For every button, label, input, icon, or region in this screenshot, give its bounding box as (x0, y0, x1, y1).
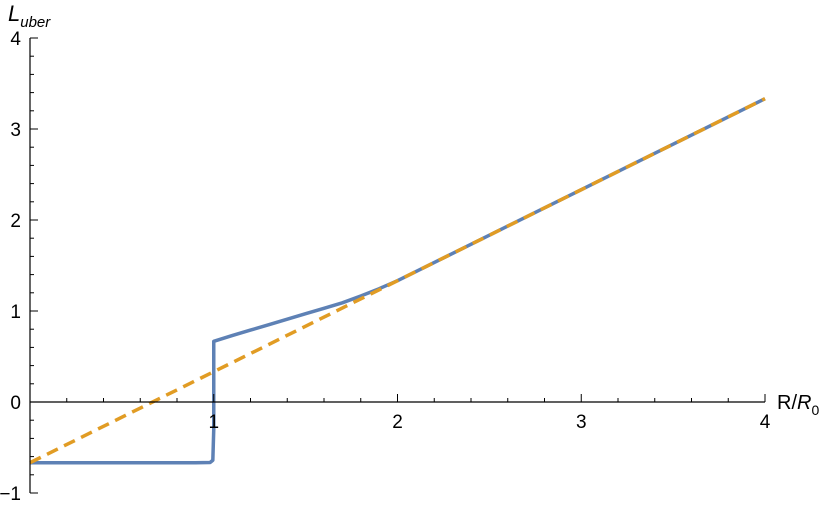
x-axis-label-main: R (797, 392, 811, 414)
x-tick-label: 1 (208, 412, 219, 433)
x-tick-label: 2 (392, 412, 403, 433)
x-tick-label: 4 (760, 412, 771, 433)
y-tick-label: 0 (10, 393, 21, 414)
y-tick-label: 1 (10, 302, 21, 323)
x-axis-label: R/R0 (777, 392, 819, 418)
y-tick-label: 3 (10, 120, 21, 141)
y-tick-label: 4 (10, 29, 21, 50)
y-tick-label: 2 (10, 211, 21, 232)
x-axis-label-sub: 0 (811, 402, 819, 418)
y-axis-label: Luber (8, 1, 51, 31)
y-tick-label: −1 (0, 484, 21, 505)
y-axis-label-sub: uber (20, 14, 51, 31)
series-layer (29, 97, 766, 465)
x-axis-label-prefix: R/ (777, 392, 797, 414)
x-tick-label: 3 (576, 412, 587, 433)
y-axis-label-main: L (8, 1, 20, 26)
ticks-layer: 1 2 3 4 −1 0 1 2 3 4 (0, 29, 771, 505)
